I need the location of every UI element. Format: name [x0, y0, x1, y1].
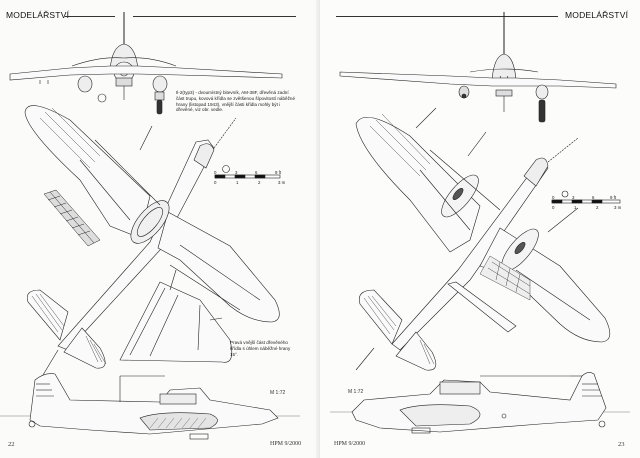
scale-tick-m: 3 m — [278, 180, 286, 185]
page-number-right: 23 — [618, 441, 625, 448]
page-number-left: 22 — [8, 441, 15, 448]
running-head-left: MODELÁŘSTVÍ — [6, 10, 70, 20]
header-rule — [336, 16, 558, 17]
running-head-right: MODELÁŘSTVÍ — [565, 10, 629, 20]
scale-tick-m: 2 — [258, 180, 261, 185]
magazine-issue-left: HPM 9/2000 — [270, 441, 302, 447]
header-rule — [133, 16, 296, 17]
caption-wing-detail: Pravá vnější část dřevěného křídla s úhl… — [230, 340, 291, 357]
scale-bar-left — [214, 165, 281, 179]
top-view-drawing — [24, 105, 280, 381]
aircraft-drawings-right — [330, 12, 630, 434]
scale-tick-m: 1 — [236, 180, 239, 185]
scale-tick-ft: 3 — [235, 170, 238, 175]
side-view-drawing — [0, 373, 300, 440]
scale-tick-ft: 0 — [552, 195, 555, 200]
side-view-drawing — [330, 372, 630, 434]
scale-label: M 1:72 — [270, 390, 286, 396]
outer-wing-panel-drawing — [119, 269, 233, 363]
caption-main: Il-2(typ3) - dvoumístný bitevník, AM-38F… — [176, 90, 295, 113]
scale-bar-right — [551, 190, 621, 204]
scale-tick-ft: 6 — [255, 170, 258, 175]
aircraft-drawings-left — [0, 12, 300, 440]
scale-tick-m: 2 — [596, 205, 599, 210]
scale-tick-ft: 9 ft — [275, 170, 282, 175]
scale-tick-ft: 3 — [572, 195, 575, 200]
scale-tick-ft: 6 — [592, 195, 595, 200]
magazine-issue-right: HPM 9/2000 — [334, 441, 366, 447]
scale-tick-ft: 0 — [214, 170, 217, 175]
flap-detail-drawing — [447, 281, 517, 333]
header-rule — [65, 16, 115, 17]
scale-tick-m: 0 — [214, 180, 217, 185]
scale-tick-m: 0 — [552, 205, 555, 210]
front-view-drawing — [9, 12, 283, 115]
right-page: MODELÁŘSTVÍ — [320, 0, 640, 458]
scale-label: M 1:72 — [348, 389, 364, 395]
left-page: MODELÁŘSTVÍ — [0, 10, 302, 448]
front-view-drawing — [339, 12, 617, 123]
bottom-view-drawing — [355, 107, 611, 371]
flap-grid-detail — [43, 189, 101, 247]
scale-tick-ft: 9 ft — [610, 195, 617, 200]
scale-tick-m: 3 m — [614, 205, 622, 210]
scale-tick-m: 1 — [574, 205, 577, 210]
